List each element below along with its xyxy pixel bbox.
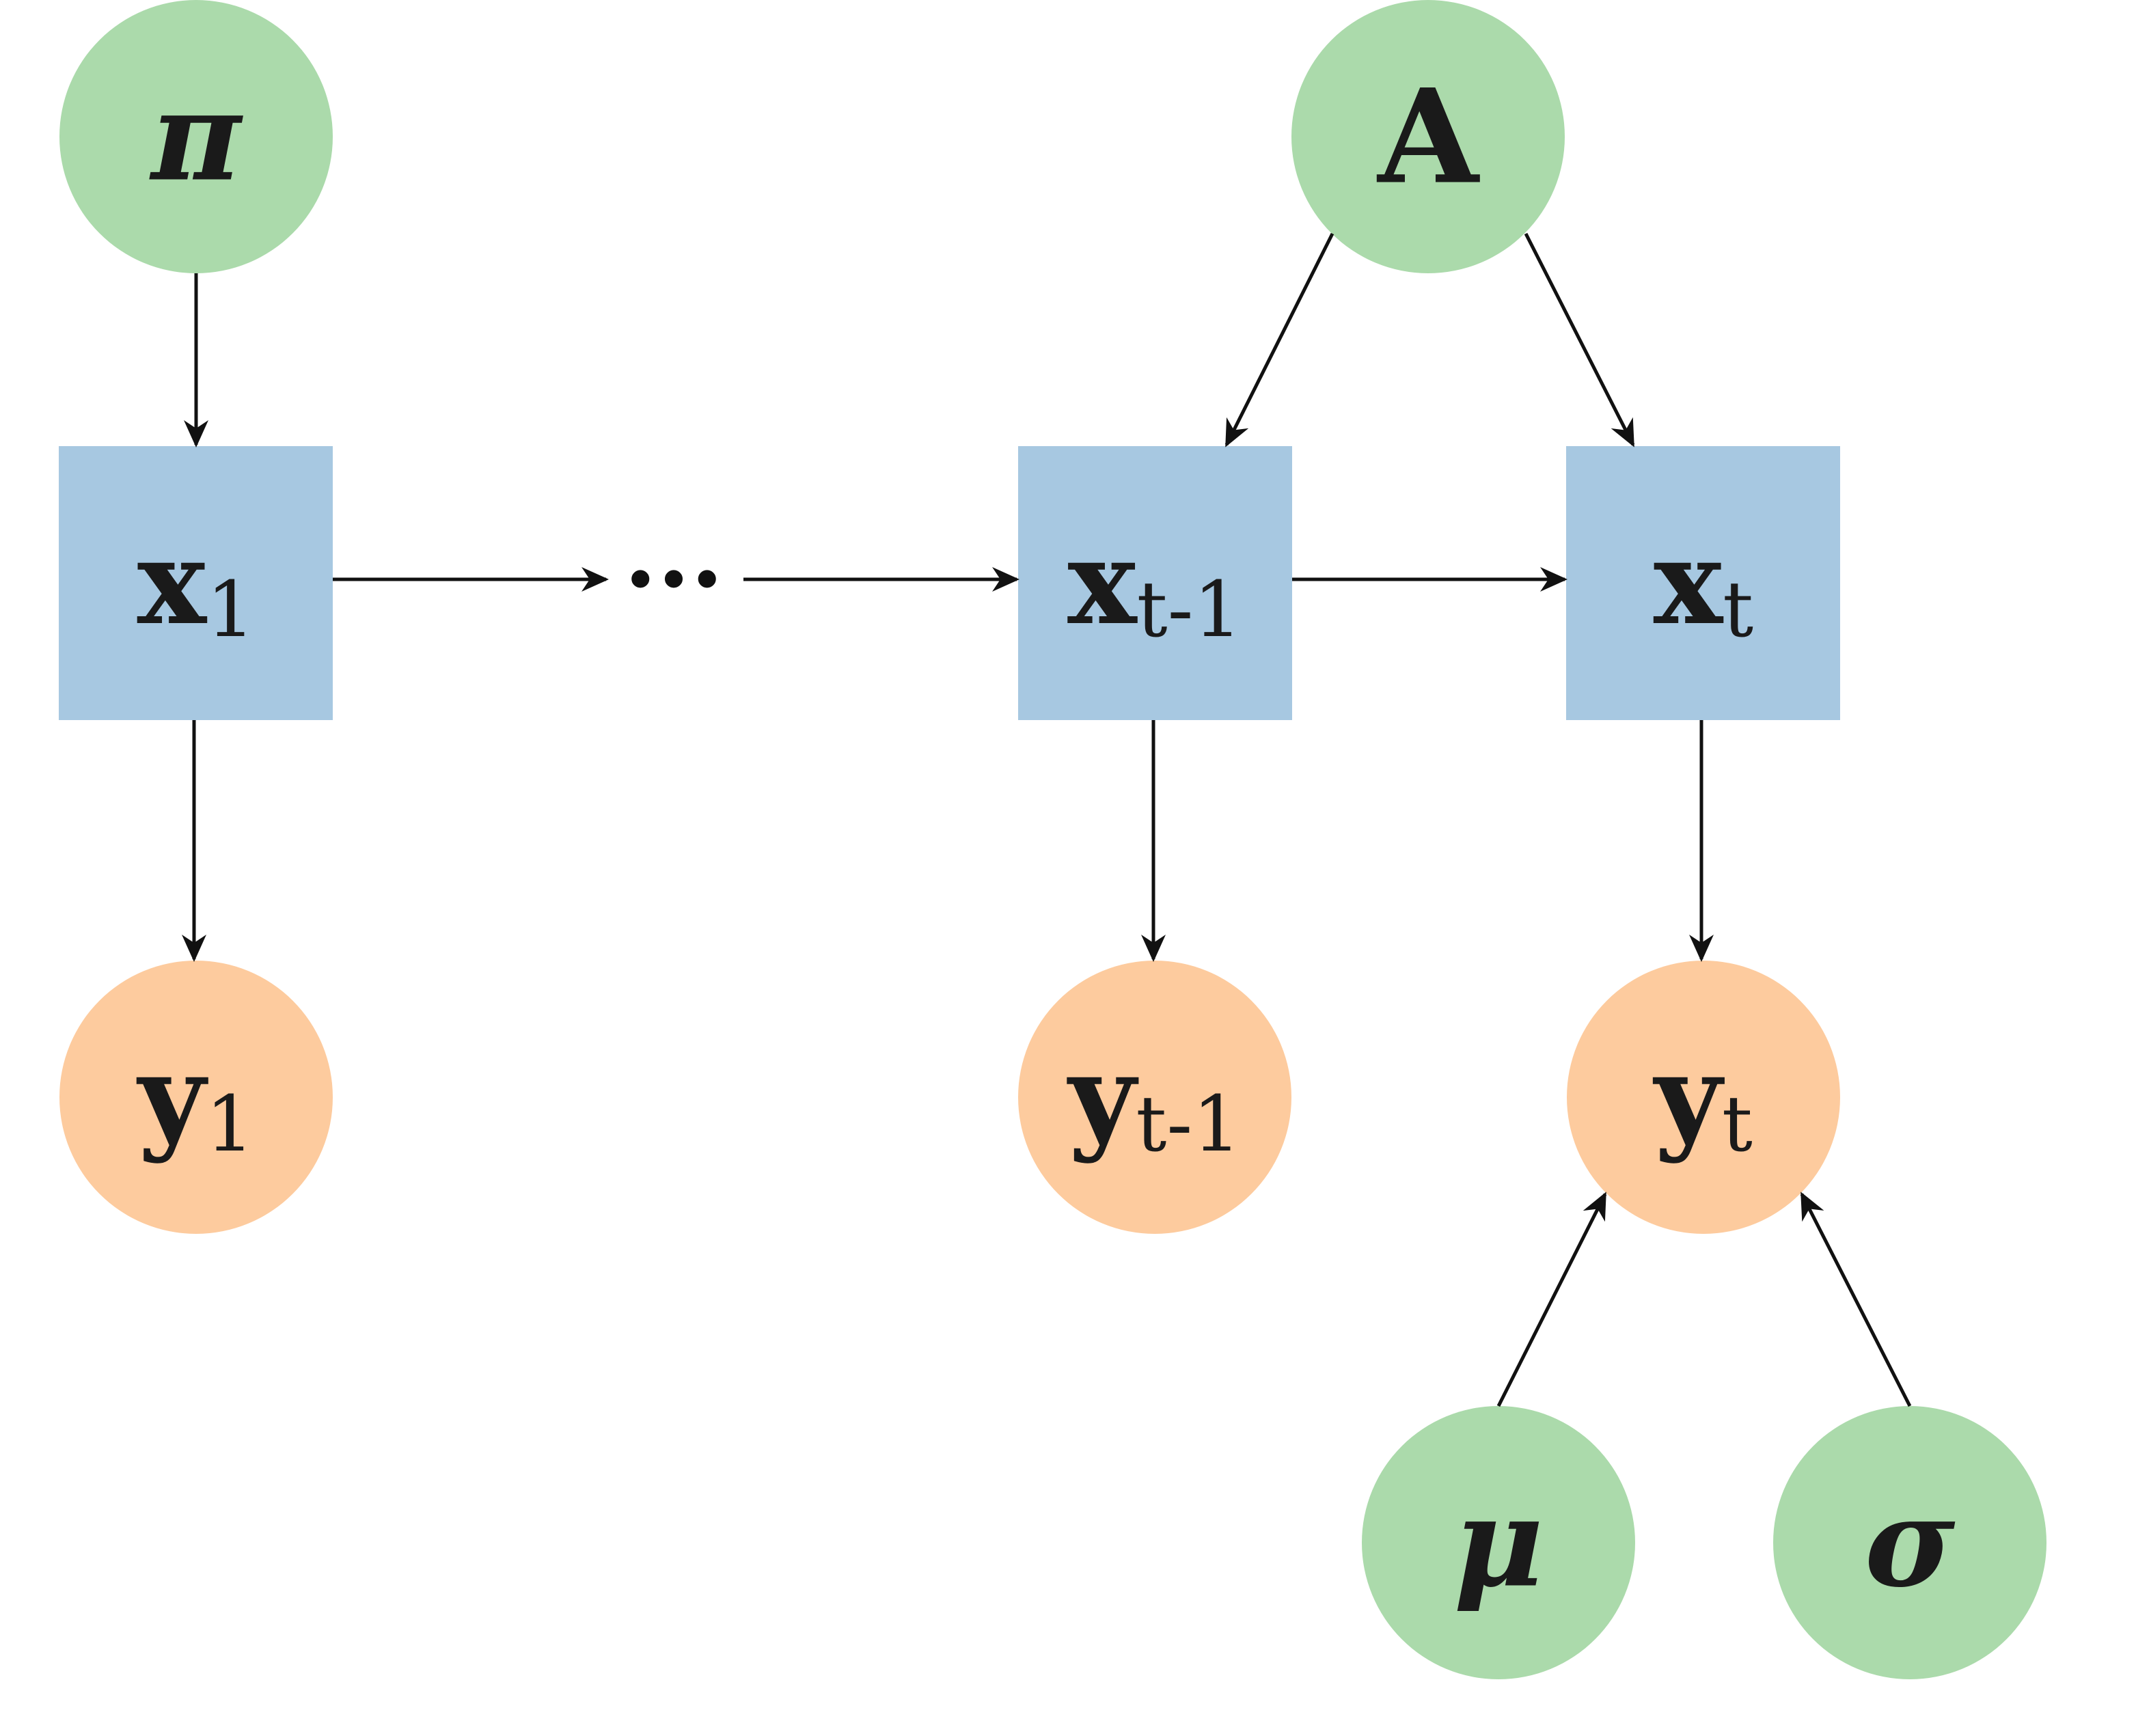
node-xt1: xt-1 — [1018, 446, 1292, 720]
x1-label: x1 — [137, 514, 256, 655]
xt1-label: xt-1 — [1067, 514, 1242, 655]
node-mu: μ — [1362, 1406, 1635, 1679]
edge-A-to-xt1 — [1224, 232, 1334, 447]
xt1-sub: t-1 — [1137, 566, 1242, 655]
x1-sub: 1 — [206, 566, 255, 655]
yt1-circle — [1018, 961, 1291, 1234]
yt1-main: y — [1067, 1029, 1139, 1166]
x1-box — [59, 446, 333, 720]
yt-circle — [1567, 961, 1840, 1234]
xt-main: x — [1654, 514, 1724, 651]
sequence-ellipsis: ··· — [624, 523, 724, 635]
sigma-label: σ — [1865, 1471, 1956, 1615]
mu-label: μ — [1453, 1471, 1544, 1615]
y1-main: y — [136, 1029, 208, 1166]
node-xt: xt — [1566, 446, 1840, 720]
pi-label: π — [149, 65, 243, 209]
y1-label: y1 — [136, 1029, 254, 1169]
edge-A-to-xt — [1524, 232, 1635, 447]
xt-box — [1566, 446, 1840, 720]
node-pi: π — [59, 0, 333, 273]
yt-main: y — [1652, 1029, 1725, 1166]
mu-circle — [1362, 1406, 1635, 1679]
sigma-circle — [1773, 1406, 2046, 1679]
y1-circle — [59, 961, 333, 1234]
xt1-box — [1018, 446, 1292, 720]
A-circle — [1291, 0, 1565, 273]
yt-sub: t — [1722, 1080, 1753, 1169]
node-x1: x1 — [59, 446, 333, 720]
node-yt1: yt-1 — [1018, 961, 1291, 1234]
edge-sigma-to-yt — [1800, 1191, 1912, 1407]
yt-label: yt — [1652, 1029, 1753, 1169]
yt1-label: yt-1 — [1067, 1029, 1242, 1169]
xt-sub: t — [1723, 566, 1753, 655]
xt1-main: x — [1067, 514, 1138, 651]
yt1-sub: t-1 — [1136, 1080, 1241, 1169]
node-y1: y1 — [59, 961, 333, 1234]
x1-main: x — [137, 514, 208, 651]
node-yt: yt — [1567, 961, 1840, 1234]
edge-mu-to-yt — [1496, 1191, 1607, 1407]
y1-sub: 1 — [206, 1080, 254, 1169]
node-sigma: σ — [1773, 1406, 2046, 1679]
xt-label: xt — [1654, 514, 1753, 655]
pi-circle — [59, 0, 333, 273]
A-label: A — [1376, 61, 1480, 213]
node-A: A — [1291, 0, 1565, 273]
